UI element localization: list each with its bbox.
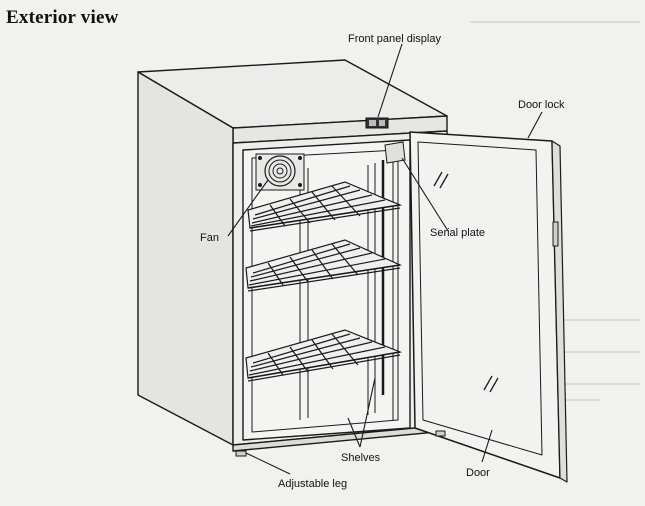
label-shelves: Shelves bbox=[341, 452, 381, 464]
serial-plate bbox=[384, 141, 406, 164]
label-front-panel-display: Front panel display bbox=[348, 33, 441, 45]
fan-grille-icon bbox=[255, 153, 305, 191]
front-panel-display-icon bbox=[365, 117, 389, 129]
label-fan: Fan bbox=[200, 232, 219, 244]
label-door: Door bbox=[466, 467, 490, 479]
door bbox=[409, 131, 568, 483]
label-serial-plate: Serial plate bbox=[430, 227, 485, 239]
shelf-top bbox=[247, 181, 403, 232]
shelf-bottom bbox=[245, 329, 403, 382]
label-adjustable-leg: Adjustable leg bbox=[278, 478, 347, 490]
label-door-lock: Door lock bbox=[518, 99, 565, 111]
shelf-middle bbox=[245, 239, 403, 292]
leader-lines bbox=[227, 43, 543, 475]
page-title: Exterior view bbox=[6, 7, 119, 28]
glass-reflection-icon bbox=[433, 171, 499, 393]
